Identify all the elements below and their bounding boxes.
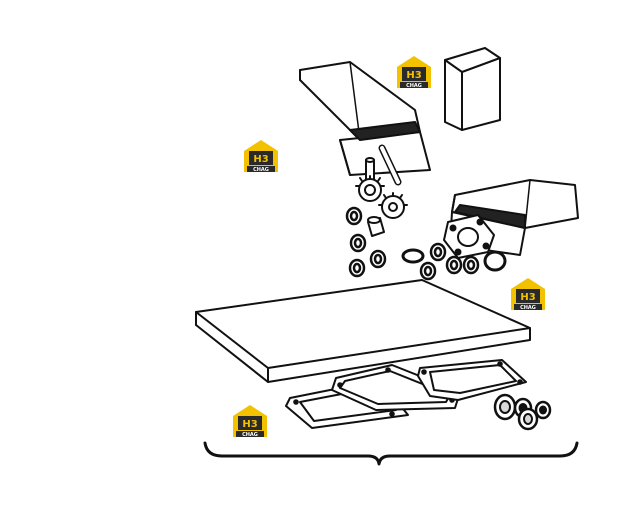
logo-text: H3 bbox=[242, 419, 257, 430]
o-ring-icon bbox=[345, 206, 507, 281]
brand-logo: H3 CHAG bbox=[396, 55, 432, 89]
gear-icon bbox=[355, 175, 408, 219]
logo-subtext: CHAG bbox=[253, 167, 269, 173]
brace-icon bbox=[203, 441, 579, 466]
flange-gasket-icon bbox=[443, 214, 495, 259]
brand-logo: H3 CHAG bbox=[243, 139, 279, 173]
gasket-icon bbox=[417, 359, 527, 401]
gasket-sheet-icon bbox=[195, 279, 531, 383]
logo-text: H3 bbox=[406, 70, 421, 81]
brand-logo: H3 CHAG bbox=[232, 404, 268, 438]
closed-box-icon bbox=[444, 47, 501, 131]
bushing-icon bbox=[367, 216, 385, 237]
gasket-icon bbox=[331, 364, 461, 411]
logo-subtext: CHAG bbox=[406, 83, 422, 89]
logo-subtext: CHAG bbox=[520, 305, 536, 311]
bearing-icon bbox=[493, 393, 552, 431]
logo-subtext: CHAG bbox=[242, 432, 258, 438]
logo-text: H3 bbox=[520, 292, 535, 303]
brand-logo: H3 CHAG bbox=[510, 277, 546, 311]
logo-text: H3 bbox=[253, 154, 268, 165]
